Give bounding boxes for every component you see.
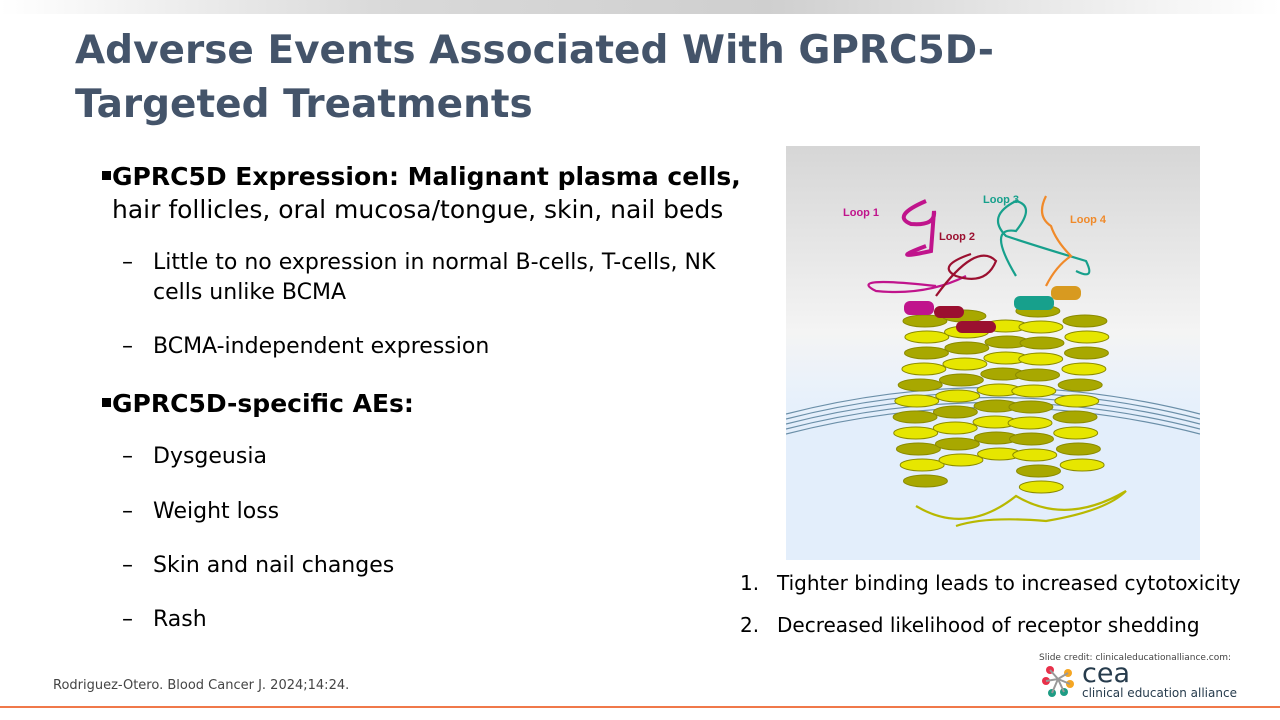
helix-turn — [892, 410, 938, 424]
slide-credit: Slide credit: clinicaleducationalliance.… — [1039, 653, 1232, 663]
bullet-list: GPRC5D Expression: Malignant plasma cell… — [102, 160, 764, 635]
helix-turn — [1018, 480, 1064, 494]
sub-bullet: –Weight loss — [122, 499, 280, 524]
loop-4-label: Loop 4 — [1070, 214, 1107, 226]
helix-turn — [1057, 378, 1103, 392]
helix-turn — [1064, 330, 1110, 344]
helix-turn — [932, 421, 978, 435]
helix-turn — [1016, 464, 1062, 478]
helix-ribbons — [892, 304, 1110, 494]
sub-bullet: –BCMA-independent expression — [122, 334, 490, 359]
helix-turn — [895, 442, 941, 456]
top-gradient-bar — [0, 0, 1280, 14]
sub-bullet: –Skin and nail changes — [122, 553, 395, 578]
square-bullet-icon — [102, 171, 111, 180]
helix-turn — [894, 394, 940, 408]
helix-turn — [1061, 362, 1107, 376]
helix-turn — [1011, 384, 1057, 398]
helix-turn — [899, 458, 945, 472]
loop-2-label: Loop 2 — [939, 231, 975, 243]
square-bullet-icon — [102, 398, 111, 407]
helix-turn — [1054, 394, 1100, 408]
helix-turn — [904, 330, 950, 344]
slide-title: Adverse Events Associated With GPRC5D-Ta… — [75, 28, 994, 127]
bullet-expression: GPRC5D Expression: Malignant plasma cell… — [102, 160, 764, 226]
cea-logo: cea clinical education alliance — [1042, 658, 1237, 702]
helix-turn — [1018, 352, 1064, 366]
numbered-item: 2.Decreased likelihood of receptor shedd… — [740, 613, 1200, 637]
loop-3-label: Loop 3 — [983, 194, 1019, 206]
helix-turn — [1018, 320, 1064, 334]
logo-mark-text: cea — [1082, 658, 1131, 689]
helix-turn — [1009, 432, 1055, 446]
helix-turn — [902, 474, 948, 488]
bullet-aes: GPRC5D-specific AEs: — [102, 387, 764, 420]
helix-turn — [1052, 410, 1098, 424]
logo-name-text: clinical education alliance — [1082, 686, 1237, 700]
helix-turn — [893, 426, 939, 440]
bullet-bold-text: GPRC5D Expression: Malignant plasma cell… — [112, 162, 741, 191]
sub-bullet: –Little to no expression in normal B-cel… — [122, 250, 716, 305]
helix-turn — [1055, 442, 1101, 456]
helix-turn — [1059, 458, 1105, 472]
numbered-item: 1.Tighter binding leads to increased cyt… — [740, 571, 1241, 595]
helix-turn — [938, 453, 984, 467]
gprc5d-protein-figure: Loop 1 Loop 2 Loop 3 Loop 4 — [786, 146, 1200, 560]
helix-turn — [942, 357, 988, 371]
helix-turn — [1007, 416, 1053, 430]
helix-turn — [903, 346, 949, 360]
helix-turn — [1053, 426, 1099, 440]
helix-turn — [1063, 346, 1109, 360]
helix-turn — [1012, 448, 1058, 462]
helix-turn — [897, 378, 943, 392]
cea-logo-mark-icon — [1042, 666, 1074, 697]
loop-1-label: Loop 1 — [843, 207, 879, 219]
helix-turn — [1062, 314, 1108, 328]
helix-turn — [938, 373, 984, 387]
helix-turn — [1019, 336, 1065, 350]
numbered-list: 1.Tighter binding leads to increased cyt… — [740, 568, 1241, 652]
bullet-bold-text: GPRC5D-specific AEs: — [112, 389, 414, 418]
helix-turn — [934, 437, 980, 451]
sub-bullet: –Dysgeusia — [122, 444, 267, 469]
helix-turn — [901, 362, 947, 376]
citation: Rodriguez-Otero. Blood Cancer J. 2024;14… — [53, 678, 350, 693]
helix-turn — [944, 341, 990, 355]
helix-turn — [1015, 368, 1061, 382]
helix-turn — [932, 405, 978, 419]
bottom-accent-line — [0, 706, 1280, 708]
bullet-text: hair follicles, oral mucosa/tongue, skin… — [112, 195, 724, 224]
helix-turn — [935, 389, 981, 403]
helix-turn — [1008, 400, 1054, 414]
sub-bullet: –Rash — [122, 607, 207, 632]
